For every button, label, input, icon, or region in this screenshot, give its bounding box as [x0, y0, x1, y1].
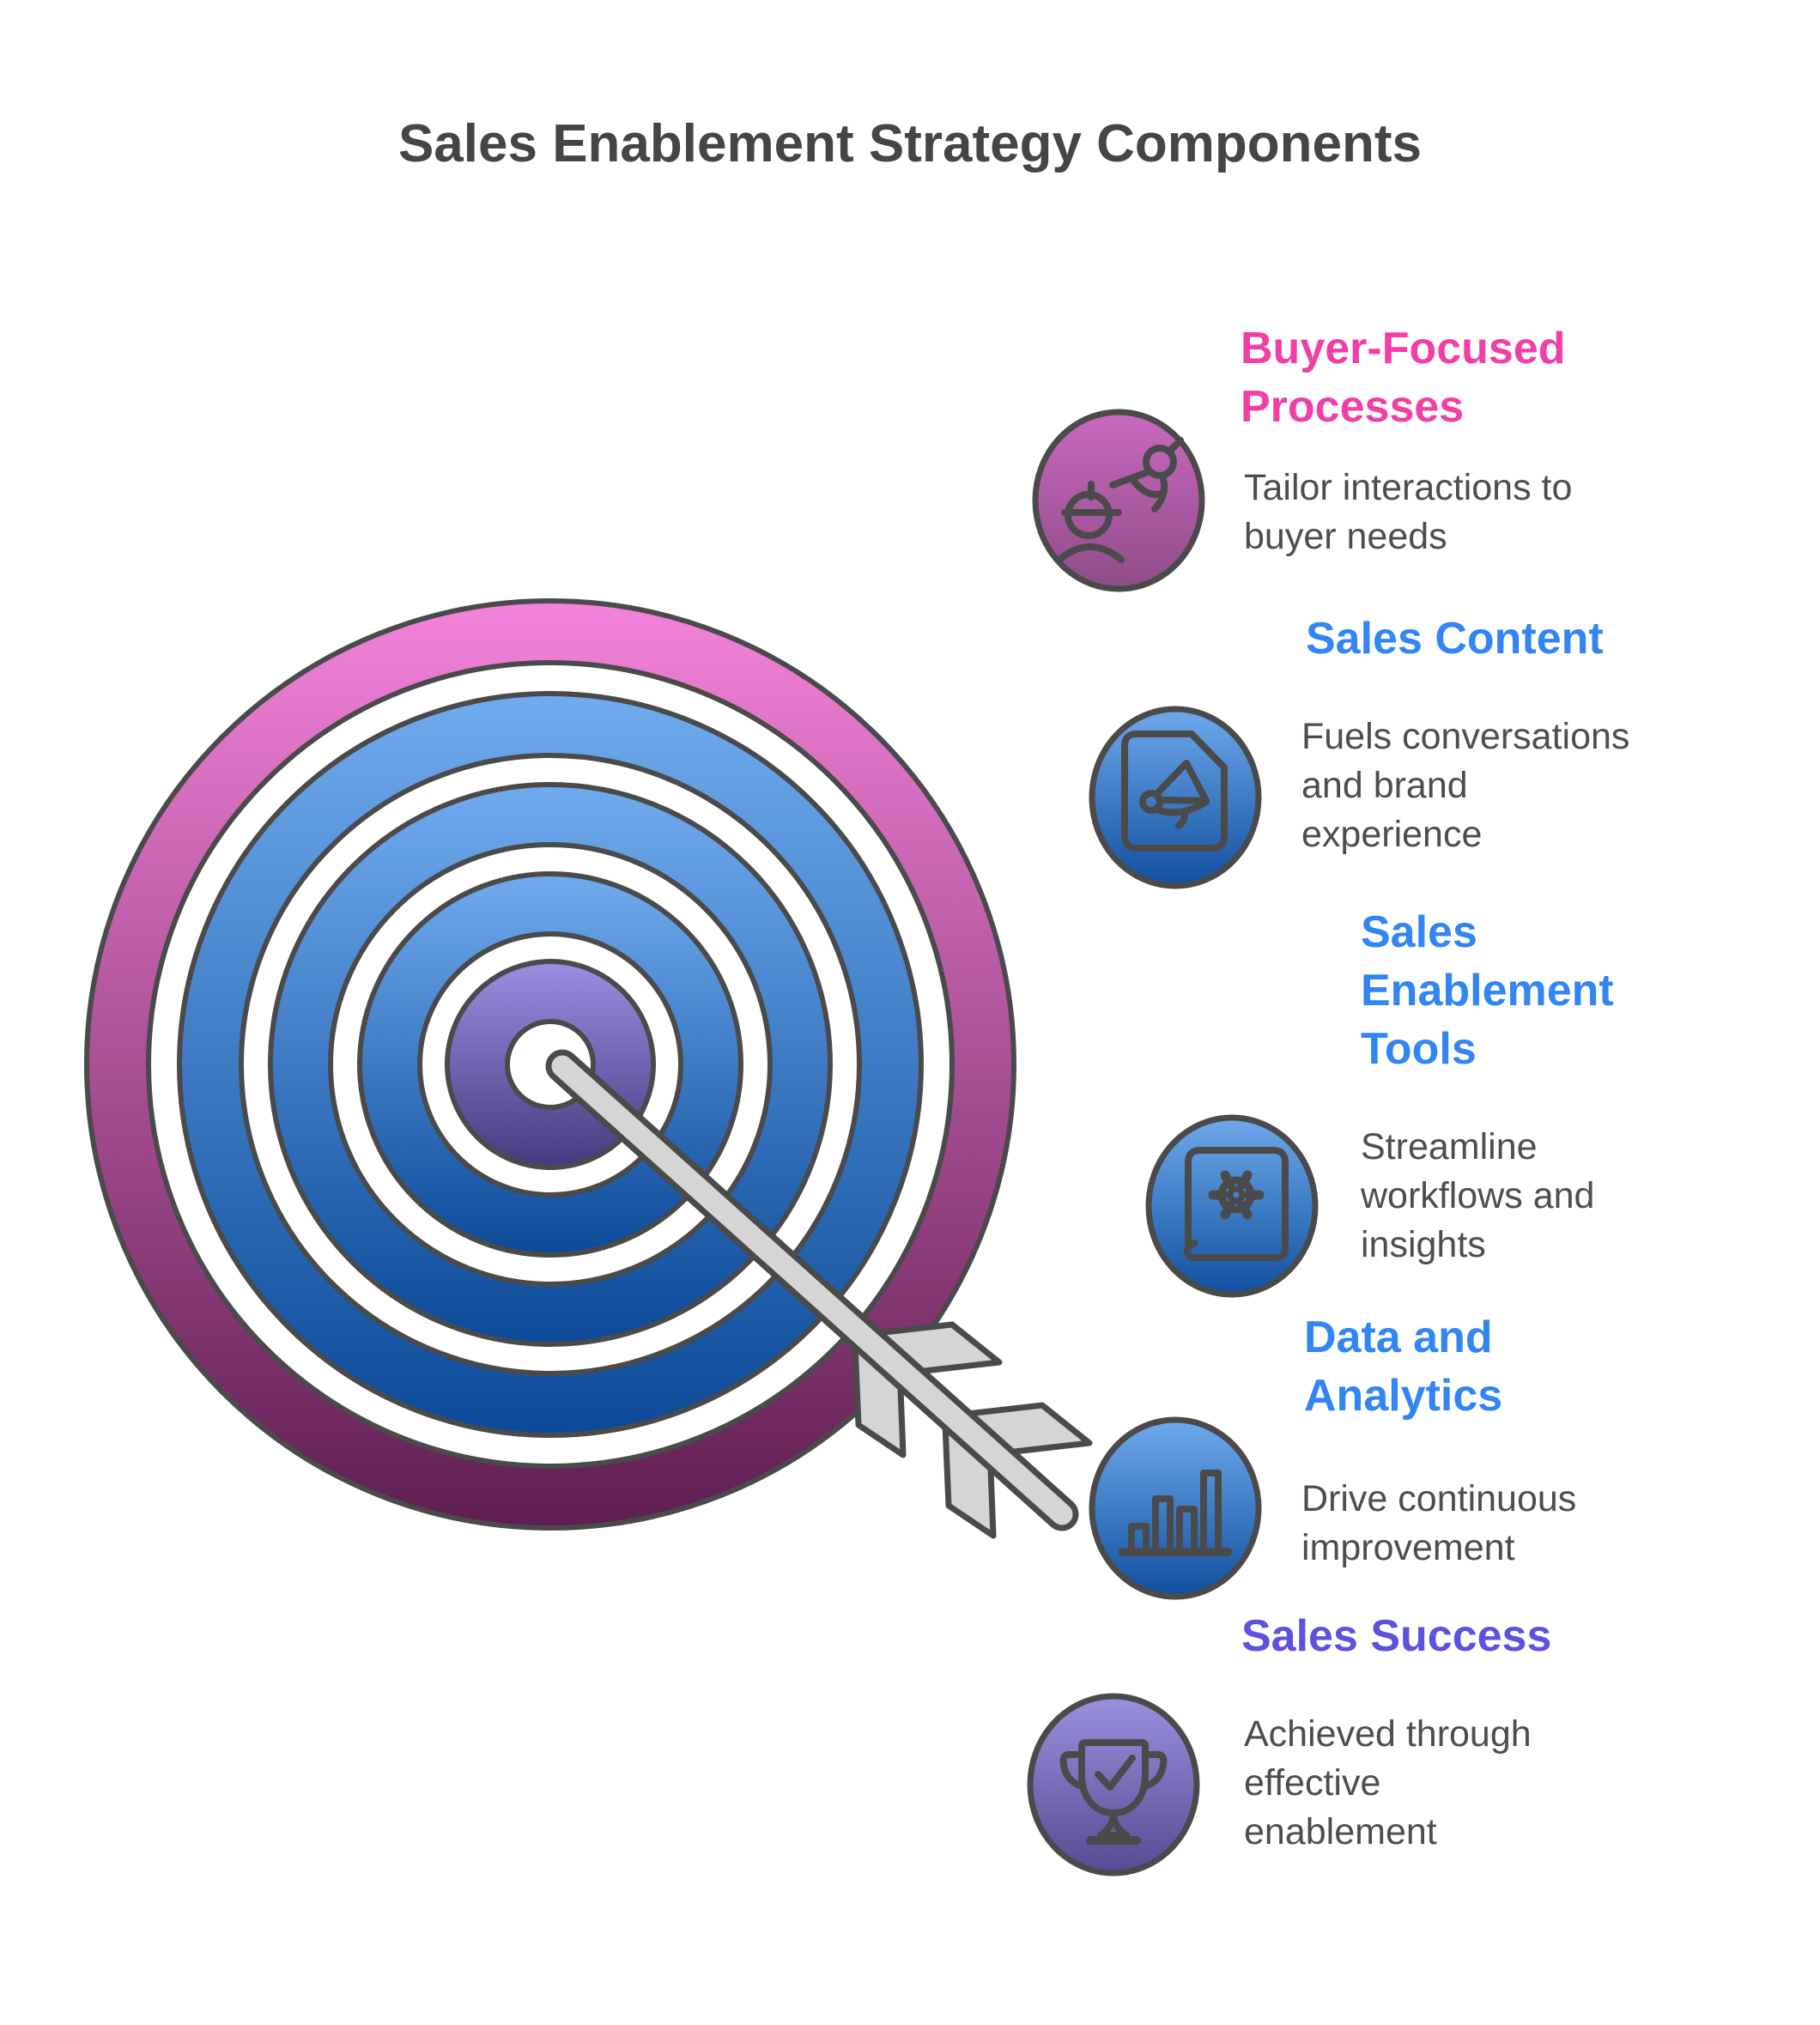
item-description: Fuels conversations and brand experience [1301, 716, 1630, 855]
trophy-check-icon [1027, 1693, 1200, 1876]
arrow-shaft [551, 1055, 1073, 1525]
page-title: Sales Enablement Strategy Components [397, 114, 1423, 173]
item-heading: Sales Success [1241, 1611, 1552, 1661]
target-bullseye-graphic [84, 598, 1093, 1539]
item-heading: Buyer-Focused Processes [1241, 324, 1566, 432]
document-megaphone-icon [1089, 706, 1262, 889]
item-description: Achieved through effective enablement [1244, 1713, 1532, 1852]
item-description: Tailor interactions to buyer needs [1244, 467, 1573, 557]
book-gear-icon [1145, 1114, 1319, 1298]
item-description: Streamline workflows and insights [1361, 1126, 1595, 1265]
item-heading: Sales Enablement Tools [1361, 907, 1614, 1074]
item-heading: Sales Content [1306, 614, 1604, 664]
item-description: Drive continuous improvement [1301, 1478, 1577, 1568]
bar-chart-icon [1089, 1416, 1262, 1600]
item-heading: Data and Analytics [1304, 1313, 1503, 1421]
engineer-compass-icon [1032, 409, 1205, 592]
arrow [545, 1049, 1093, 1539]
